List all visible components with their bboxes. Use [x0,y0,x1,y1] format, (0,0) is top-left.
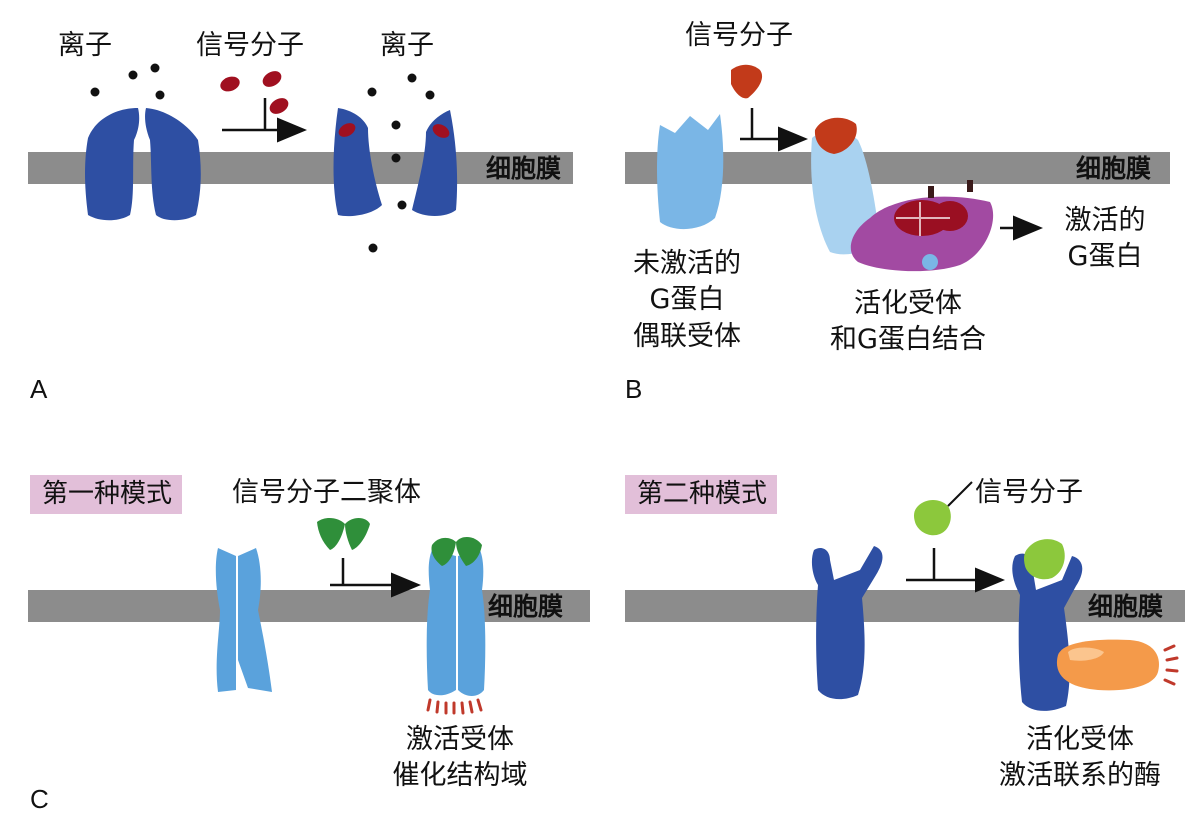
gpcr-active [811,131,880,255]
inactive-gpcr-label: 未激活的 G蛋白 偶联受体 [633,248,741,352]
ion-label-left: 离子 [58,30,112,61]
signal-dimer [317,518,370,550]
panel-letter-b: B [625,374,643,404]
gpcr-inactive [657,114,724,230]
linked-enzyme-inner [1068,647,1104,661]
catalytic-domain-dots [426,698,483,715]
mode-two-badge: 第二种模式 [625,475,778,514]
panel-letter-a: A [30,374,48,404]
membrane-label-b: 细胞膜 [1076,154,1152,183]
signal-ligand-free [914,500,951,536]
membrane-label-a: 细胞膜 [486,154,562,183]
linked-enzyme [1056,639,1159,691]
receptor-monomer-inactive [811,546,883,700]
signal-ligand-label: 信号分子 [975,477,1083,508]
receptor-dimer-inactive [215,548,272,692]
g-protein-subunits [894,180,973,270]
linked-enzyme-label: 活化受体 激活联系的酶 [999,724,1161,792]
arrow-c-left [330,558,416,585]
arrow-b [740,108,803,139]
signal-label-b: 信号分子 [685,20,793,51]
ion-signal-molecules [220,71,289,114]
membrane-c-left [28,590,590,622]
bound-signal-dimer [431,536,482,566]
arrow-a [222,98,302,130]
ion-dots-right [367,73,435,253]
ion-channel-closed [85,108,201,221]
signal-label-a: 信号分子 [196,30,304,61]
enzyme-activity-dots [1163,644,1179,686]
activated-g-protein-label: 激活的 G蛋白 [1064,205,1146,273]
membrane-label-c-right: 细胞膜 [1088,592,1164,621]
ligand-pointer [947,481,973,507]
membrane-c-right [625,590,1185,622]
receptor-g-protein-binding-label: 活化受体 和G蛋白结合 [830,288,986,356]
signal-ligand-bound [1024,539,1065,580]
membrane-label-c-left: 细胞膜 [488,592,564,621]
panel-letter-c: C [30,784,49,814]
ion-label-right: 离子 [380,30,434,61]
ion-dots-left [90,63,165,100]
signal-molecule-b [731,64,763,99]
receptor-dimer-active [426,550,486,696]
signal-molecule-bound-b [814,117,857,154]
catalytic-domain-label: 激活受体 催化结构域 [392,724,528,792]
signal-dimer-label: 信号分子二聚体 [232,477,421,508]
arrow-c-right [906,548,1000,580]
mode-one-badge: 第一种模式 [30,475,183,514]
bound-signal-molecules-a [338,123,450,138]
